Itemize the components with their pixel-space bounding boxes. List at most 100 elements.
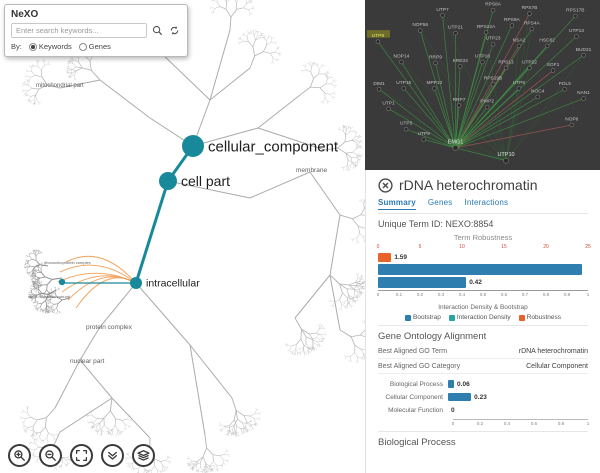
go-bar-cellular-component: [448, 393, 472, 401]
network-edge: [455, 67, 530, 149]
go-alignment-heading: Gene Ontology Alignment: [378, 325, 588, 342]
network-node-label: UTP23: [486, 36, 501, 42]
collapse-button[interactable]: [101, 444, 124, 467]
radio-keywords-dot[interactable]: [28, 42, 37, 51]
robustness-axis-label: Interaction Density & Bootstrap: [438, 304, 528, 311]
network-node[interactable]: [480, 59, 485, 65]
legend-bootstrap: Bootstrap: [405, 314, 441, 321]
network-node-label: RPS4A: [524, 20, 541, 26]
network-edge: [505, 45, 520, 161]
network-node[interactable]: [386, 106, 391, 112]
tree-node-cluster[interactable]: [58, 278, 66, 286]
network-edge: [406, 128, 507, 161]
search-panel: NeXO By: Keywords Genes: [4, 4, 188, 57]
tree-node-intracellular[interactable]: [130, 277, 142, 289]
network-node[interactable]: [399, 59, 404, 65]
network-node[interactable]: [544, 43, 550, 49]
network-node[interactable]: [401, 86, 407, 91]
zoom-in-button[interactable]: [8, 444, 31, 467]
network-edge: [455, 88, 565, 149]
network-edge: [435, 62, 507, 161]
network-node-label: RPS22A: [477, 24, 496, 30]
network-node[interactable]: [490, 41, 496, 47]
tab-summary[interactable]: Summary: [378, 198, 416, 210]
reset-icon[interactable]: [167, 24, 181, 38]
network-node[interactable]: [376, 87, 382, 92]
tree-node-cellular_component[interactable]: [182, 135, 204, 157]
network-node-label: UTP15: [396, 80, 411, 86]
network-node[interactable]: [457, 64, 463, 69]
network-edge: [505, 88, 520, 161]
network-node[interactable]: [581, 96, 586, 101]
bar-bootstrap: [378, 264, 582, 275]
network-node[interactable]: [417, 28, 423, 33]
network-edge: [505, 28, 533, 161]
network-node[interactable]: [421, 137, 426, 142]
network-node-label: RRP9: [429, 54, 442, 60]
network-node[interactable]: [569, 122, 575, 128]
network-node[interactable]: [440, 13, 445, 18]
network-edge: [455, 67, 507, 149]
bar-interaction-density: [378, 277, 467, 288]
network-node[interactable]: [527, 11, 532, 16]
network-node[interactable]: [581, 53, 586, 58]
network-node[interactable]: [527, 65, 532, 71]
network-node[interactable]: [456, 103, 462, 108]
network-node[interactable]: [529, 26, 535, 32]
network-node[interactable]: [433, 60, 438, 66]
network-node[interactable]: [535, 94, 540, 100]
network-edge: [455, 105, 460, 148]
tab-interactions[interactable]: Interactions: [464, 198, 509, 207]
tab-genes[interactable]: Genes: [427, 198, 453, 207]
highlight-link: [59, 264, 137, 284]
radio-keywords[interactable]: Keywords: [28, 42, 72, 51]
network-node[interactable]: [516, 86, 522, 91]
network-node-label: UTP10: [497, 152, 514, 158]
network-node[interactable]: [562, 87, 567, 92]
network-node[interactable]: [483, 30, 489, 35]
network-node[interactable]: [452, 145, 459, 151]
network-node[interactable]: [509, 23, 515, 28]
zoom-out-button[interactable]: [39, 444, 62, 467]
network-node[interactable]: [503, 157, 509, 164]
bar-value: 1.59: [394, 254, 407, 261]
network-node-label: NOC4: [531, 88, 545, 94]
fit-view-button[interactable]: [70, 444, 93, 467]
network-edge: [455, 44, 494, 149]
network-node[interactable]: [503, 65, 509, 71]
network-node[interactable]: [550, 68, 556, 73]
network-node[interactable]: [375, 39, 381, 44]
network-node-label: UTP1: [382, 100, 395, 106]
network-edge: [435, 62, 456, 148]
network-node[interactable]: [516, 43, 522, 49]
network-edge: [455, 70, 554, 149]
tree-node-cell-part[interactable]: [159, 172, 177, 190]
network-edge: [455, 106, 488, 149]
radio-genes[interactable]: Genes: [78, 42, 111, 51]
network-node[interactable]: [453, 30, 458, 36]
network-node-label: BUD21: [576, 47, 592, 53]
network-node-label: NOP6: [565, 116, 578, 122]
network-node[interactable]: [490, 81, 496, 87]
network-node-label: EMG1: [448, 139, 464, 145]
search-input[interactable]: [11, 23, 147, 38]
network-node[interactable]: [432, 86, 437, 91]
network-node[interactable]: [573, 13, 578, 19]
network-node[interactable]: [403, 126, 409, 132]
search-icon[interactable]: [150, 24, 164, 38]
network-edge: [455, 88, 520, 149]
network-node[interactable]: [490, 7, 496, 13]
network-node[interactable]: [484, 104, 490, 110]
tree-label: membrane: [296, 167, 327, 174]
layers-button[interactable]: [132, 444, 155, 467]
network-node[interactable]: [574, 34, 579, 39]
network-edge: [419, 30, 456, 149]
network-node-label: RPS19B: [484, 76, 502, 82]
close-icon[interactable]: [378, 177, 393, 193]
radio-genes-dot[interactable]: [78, 42, 87, 51]
